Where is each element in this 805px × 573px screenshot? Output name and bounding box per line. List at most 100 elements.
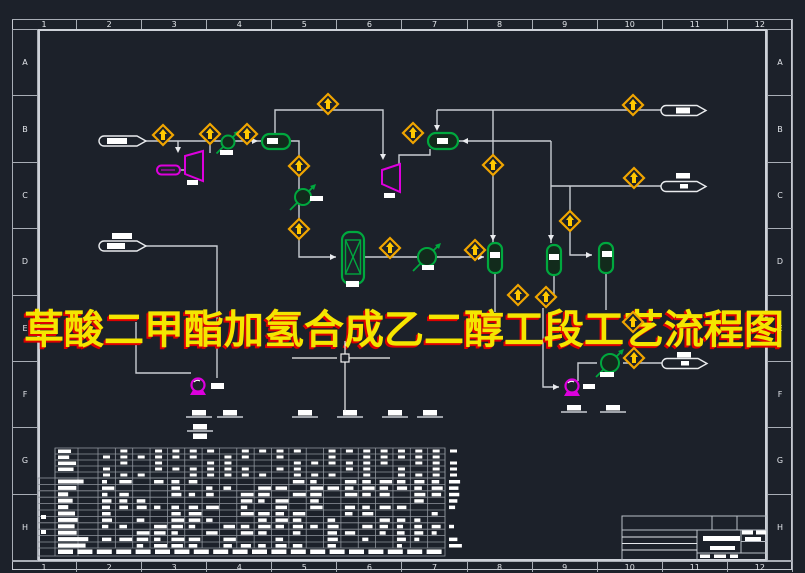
- instrument-diamond-icon[interactable]: [151, 123, 175, 147]
- pump-icon[interactable]: [190, 377, 206, 396]
- drawing-frame: [38, 29, 767, 561]
- grid-row-label-F: F: [768, 362, 792, 429]
- drawing-title[interactable]: 草酸二甲酯加氢合成乙二醇工段工艺流程图: [24, 307, 784, 353]
- vessel-2[interactable]: [426, 131, 460, 151]
- grid-row-label-A: A: [768, 30, 792, 97]
- grid-row-label-H: H: [13, 495, 37, 561]
- stream-tag: [382, 410, 408, 418]
- grid-row-label-G: G: [768, 428, 792, 495]
- product-stream-arrow-2[interactable]: [660, 173, 708, 193]
- grid-column-label-9: 9: [533, 562, 598, 572]
- grid-column-label-10: 10: [598, 20, 663, 29]
- instrument-diamond-icon[interactable]: [235, 122, 259, 146]
- compressor-2[interactable]: [381, 162, 401, 198]
- grid-row-label-B: B: [768, 96, 792, 163]
- column-3[interactable]: [597, 241, 615, 275]
- grid-column-label-3: 3: [142, 562, 208, 572]
- crosshair-cursor[interactable]: [292, 341, 390, 412]
- grid-column-label-12: 12: [728, 562, 793, 572]
- feed-stream-arrow-1[interactable]: [98, 135, 148, 147]
- stream-tags: [186, 405, 626, 439]
- grid-row-label-D: D: [768, 229, 792, 296]
- instrument-diamond-icon[interactable]: [481, 153, 505, 177]
- pump-2-tag: [583, 384, 595, 389]
- feed-stream-arrow-2[interactable]: [98, 233, 148, 252]
- instrument-diamond-icon[interactable]: [378, 236, 402, 260]
- vessel-1[interactable]: [260, 132, 292, 151]
- instrument-diamond-icon[interactable]: [287, 154, 311, 178]
- pump-icon[interactable]: [564, 378, 580, 397]
- title-block: [621, 515, 768, 562]
- instrument-diamond-icon[interactable]: [198, 122, 222, 146]
- grid-column-label-2: 2: [77, 20, 143, 29]
- grid-column-label-7: 7: [402, 562, 468, 572]
- grid-column-label-2: 2: [77, 562, 143, 572]
- product-stream-arrow-3[interactable]: [661, 352, 709, 370]
- instrument-diamond-icon[interactable]: [506, 283, 530, 307]
- material-balance-table[interactable]: [37, 447, 462, 557]
- reactor[interactable]: [340, 230, 366, 287]
- grid-column-label-3: 3: [142, 20, 208, 29]
- instrument-diamond-icon[interactable]: [558, 209, 582, 233]
- grid-row-label-E: E: [13, 296, 37, 362]
- instrument-diamond-icon[interactable]: [622, 346, 646, 370]
- heat-exchanger-icon[interactable]: [289, 184, 316, 211]
- grid-row-label-F: F: [13, 362, 37, 429]
- column-1[interactable]: [486, 241, 504, 275]
- grid-column-label-8: 8: [468, 20, 533, 29]
- grid-column-label-7: 7: [402, 20, 468, 29]
- grid-column-label-11: 11: [663, 562, 728, 572]
- grid-row-label-D: D: [13, 229, 37, 296]
- grid-row-label-A: A: [13, 30, 37, 97]
- pumps[interactable]: [190, 377, 580, 397]
- pump-1-tag: [211, 383, 224, 389]
- stream-tag: [186, 410, 212, 418]
- grid-row-label-H: H: [768, 495, 792, 561]
- grid-column-label-12: 12: [728, 20, 793, 29]
- stream-tag: [561, 405, 587, 413]
- grid-column-label-6: 6: [337, 562, 403, 572]
- stream-tag: [417, 410, 443, 418]
- stream-tag: [292, 410, 318, 418]
- grid-column-label-6: 6: [337, 20, 403, 29]
- instrument-diamond-icon[interactable]: [463, 238, 487, 262]
- product-stream-arrow-1[interactable]: [660, 104, 708, 117]
- grid-row-label-C: C: [768, 163, 792, 230]
- grid-column-label-4: 4: [207, 20, 273, 29]
- grid-row-label-E: E: [768, 296, 792, 362]
- instrument-diamond-icon[interactable]: [621, 310, 645, 334]
- grid-column-label-5: 5: [272, 562, 338, 572]
- column-2[interactable]: [545, 243, 563, 277]
- flow-arrow-icons: [175, 125, 592, 390]
- grid-row-label-G: G: [13, 428, 37, 495]
- grid-column-label-10: 10: [598, 562, 663, 572]
- compressor-1[interactable]: [156, 149, 204, 185]
- grid-column-label-4: 4: [207, 562, 273, 572]
- grid-column-label-1: 1: [12, 20, 78, 29]
- stream-tag: [337, 410, 363, 418]
- grid-column-label-11: 11: [663, 20, 728, 29]
- grid-column-label-1: 1: [12, 562, 78, 572]
- grid-column-label-5: 5: [272, 20, 338, 29]
- stream-tag: [217, 410, 243, 418]
- instrument-diamond-icon[interactable]: [621, 93, 645, 117]
- instrument-diamonds[interactable]: [151, 92, 646, 370]
- instrument-diamond-icon[interactable]: [401, 121, 425, 145]
- instrument-diamond-icon[interactable]: [534, 285, 558, 309]
- grid-row-label-C: C: [13, 163, 37, 230]
- instrument-diamond-icon[interactable]: [622, 166, 646, 190]
- stream-tag: [187, 424, 213, 439]
- grid-row-label-B: B: [13, 96, 37, 163]
- stream-tag: [600, 405, 626, 413]
- equipment-tags: [220, 150, 614, 377]
- process-piping[interactable]: [135, 109, 663, 388]
- instrument-diamond-icon[interactable]: [287, 217, 311, 241]
- grid-column-label-8: 8: [468, 562, 533, 572]
- instrument-diamond-icon[interactable]: [316, 92, 340, 116]
